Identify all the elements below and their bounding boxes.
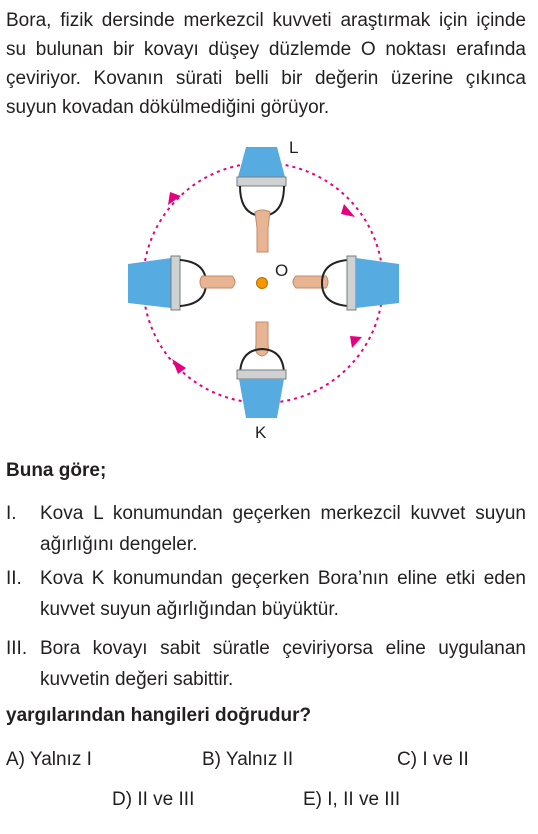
center-point bbox=[256, 277, 268, 289]
bucket-rotation-figure: O L K bbox=[128, 138, 399, 442]
statement-number: III. bbox=[6, 638, 28, 659]
arrow-upper-right bbox=[341, 204, 355, 217]
question-stem: yargılarından hangileri doğrudur? bbox=[6, 705, 312, 726]
statement-number: I. bbox=[6, 503, 17, 524]
hand-bottom bbox=[255, 321, 269, 357]
question-intro: Bora, fizik dersinde merkezcil kuvveti a… bbox=[6, 10, 526, 118]
label-bottom: K bbox=[255, 423, 267, 442]
statement-number: II. bbox=[6, 568, 22, 589]
hand-right bbox=[292, 275, 329, 289]
bucket-top bbox=[236, 147, 287, 218]
arrow-lower-right bbox=[350, 336, 362, 348]
statement-3: III. Bora kovayı sabit süratle çeviriyor… bbox=[6, 633, 526, 695]
statement-text: Kova K konumundan geçerken Bora’nın elin… bbox=[40, 568, 526, 620]
option-a[interactable]: A) Yalnız I bbox=[6, 749, 92, 770]
hand-left bbox=[199, 275, 236, 289]
label-top: L bbox=[289, 138, 298, 157]
statement-2: II. Kova K konumundan geçerken Bora’nın … bbox=[6, 563, 526, 625]
label-center: O bbox=[275, 261, 288, 280]
bucket-right bbox=[320, 255, 399, 311]
arrow-lower-left bbox=[172, 359, 186, 374]
option-e[interactable]: E) I, II ve III bbox=[303, 789, 401, 810]
statement-text: Bora kovayı sabit süratle çeviriyorsa el… bbox=[40, 638, 526, 690]
option-b[interactable]: B) Yalnız II bbox=[202, 749, 294, 770]
bucket-left bbox=[128, 255, 208, 311]
statement-text: Kova L konumundan geçerken merkezcil kuv… bbox=[40, 503, 526, 555]
option-d[interactable]: D) II ve III bbox=[112, 789, 195, 810]
arrow-upper-left bbox=[168, 192, 181, 205]
bucket-bottom bbox=[236, 347, 287, 418]
prompt: Buna göre; bbox=[6, 460, 107, 481]
hand-top bbox=[254, 209, 271, 253]
option-c[interactable]: C) I ve II bbox=[397, 749, 469, 770]
statement-1: I. Kova L konumundan geçerken merkezcil … bbox=[6, 498, 526, 560]
